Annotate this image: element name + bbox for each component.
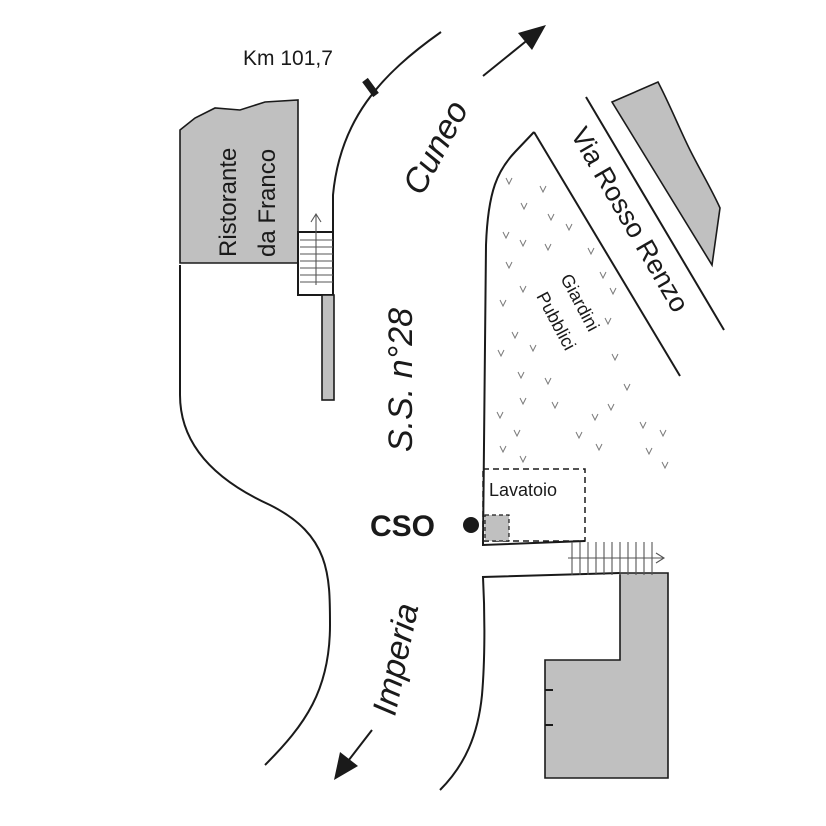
cso-marker-dot [463,517,479,533]
building-northeast [610,80,721,268]
stairs-west [297,212,334,296]
lavatoio-outline [482,468,586,542]
street-via-rosso-renzo [533,96,725,377]
arrowhead-south-icon [334,752,358,780]
road-label-cuneo: Cuneo [396,94,477,200]
lavatoio-label: Lavatoio [489,480,557,500]
restaurant-label-line1: Ristorante [215,148,242,257]
street-edge-north [585,96,725,331]
arrowhead-north-icon [518,25,546,50]
grass-markings [496,177,669,470]
wall-strip-west [321,294,335,401]
km-marker-label: Km 101,7 [243,47,333,70]
street-edge-south [533,131,681,377]
road-west-edge [332,31,442,295]
building-southeast [544,572,669,779]
road-east-edge-lower [439,572,621,791]
road-west-edge-lower [179,265,332,766]
km-marker-tick [362,77,379,98]
arrow-to-imperia [334,729,373,780]
road-label-ss28: S.S. n°28 [382,308,420,452]
arrow-to-cuneo [482,25,546,77]
restaurant-label-line2: da Franco [254,149,281,257]
road-east-edge [481,131,586,547]
lavatoio-basin [484,514,510,542]
building-ristorante [179,99,299,264]
road-label-imperia: Imperia [366,600,427,719]
cso-label: CSO [370,510,435,543]
road-ss28 [179,31,621,791]
stairs-east [568,542,666,575]
